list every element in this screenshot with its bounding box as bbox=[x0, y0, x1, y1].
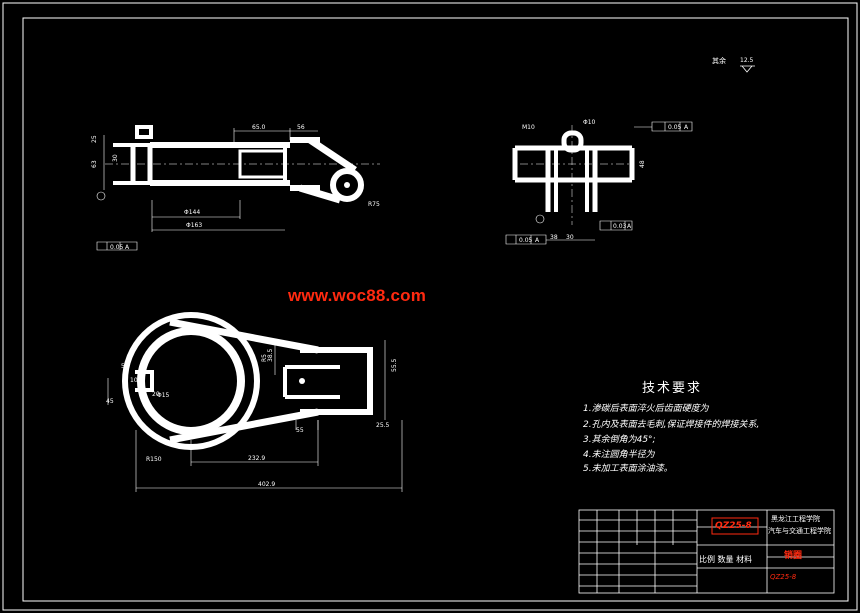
drawing-number-box bbox=[711, 517, 759, 535]
dim-plan-10: 20 bbox=[152, 391, 160, 398]
dim-side-2: 0.05 bbox=[668, 124, 682, 131]
dim-front-6: 30 bbox=[112, 154, 119, 162]
dim-side-7: 0.03 bbox=[613, 223, 627, 230]
dim-side-5: 30 bbox=[566, 234, 574, 241]
part-name: 销圈 bbox=[784, 551, 803, 561]
scale-row: 比例 数量 材料 bbox=[699, 555, 753, 564]
requirement-1: 1.渗碳后表面淬火后齿面硬度为 bbox=[583, 404, 709, 414]
dim-side-10: A bbox=[535, 237, 540, 244]
dim-plan-4: 45 bbox=[106, 398, 114, 405]
drawing-number: QZ25-8 bbox=[715, 521, 752, 531]
requirement-4: 4.未注圆角半径为 bbox=[583, 450, 655, 460]
dim-plan-7: 232.9 bbox=[248, 455, 265, 462]
requirements-title: 技术要求 bbox=[642, 381, 703, 396]
dim-plan-3: 5 bbox=[121, 363, 125, 370]
roughness-symbol bbox=[740, 65, 755, 73]
roughness-label: 其余 bbox=[712, 56, 726, 65]
dim-front-3: Φ163 bbox=[186, 222, 202, 229]
dim-side-4: 48 bbox=[639, 160, 646, 168]
dim-side-1: Φ10 bbox=[583, 119, 596, 126]
dim-front-2: Φ144 bbox=[184, 209, 200, 216]
dim-plan-12: Φ15 bbox=[157, 392, 170, 399]
dim-plan-11: 25.5 bbox=[376, 422, 390, 429]
side-view bbox=[512, 125, 635, 225]
dim-plan-2: 55.5 bbox=[391, 358, 398, 372]
watermark: www.woc88.com bbox=[288, 286, 427, 305]
roughness-value: 12.5 bbox=[740, 57, 754, 64]
dim-front-0: 65.0 bbox=[252, 124, 266, 131]
inner-frame bbox=[22, 17, 849, 602]
dim-plan-6: R150 bbox=[146, 456, 162, 463]
dim-plan-0: R5 bbox=[261, 354, 268, 362]
dim-front-1: 56 bbox=[297, 124, 305, 131]
dim-plan-9: 10 bbox=[130, 377, 138, 384]
dim-plan-1: 38.5 bbox=[267, 348, 274, 362]
requirement-2: 2.孔内及表面去毛刺,保证焊接件的焊接关系, bbox=[583, 420, 760, 430]
requirement-5: 5.未加工表面涂油漆。 bbox=[583, 464, 673, 474]
dim-front-7: R75 bbox=[368, 201, 380, 208]
plan-view bbox=[122, 312, 373, 450]
dim-side-9: 0.05 bbox=[519, 237, 533, 244]
dim-front-5: 63 bbox=[91, 160, 98, 168]
dim-front-9: A bbox=[125, 244, 130, 251]
side-dimensions bbox=[505, 121, 693, 245]
dim-front-4: 25 bbox=[91, 135, 98, 143]
title-block bbox=[578, 509, 835, 594]
dim-side-8: A bbox=[627, 223, 632, 230]
dim-side-6: 38 bbox=[550, 234, 558, 241]
front-dimensions bbox=[96, 128, 318, 251]
dim-front-8: 0.05 bbox=[110, 244, 124, 251]
plan-dimensions bbox=[107, 340, 403, 492]
organization-line-2: 汽车与交通工程学院 bbox=[768, 527, 831, 535]
dim-side-3: A bbox=[684, 124, 689, 131]
requirement-3: 3.其余倒角为45°; bbox=[583, 435, 656, 445]
bottom-code: QZ25-8 bbox=[770, 573, 797, 581]
dim-plan-8: 402.9 bbox=[258, 481, 275, 488]
dim-side-0: M10 bbox=[522, 124, 535, 131]
dim-plan-5: 55 bbox=[296, 427, 304, 434]
organization-line-1: 黑龙江工程学院 bbox=[771, 515, 820, 523]
front-view bbox=[105, 125, 380, 204]
